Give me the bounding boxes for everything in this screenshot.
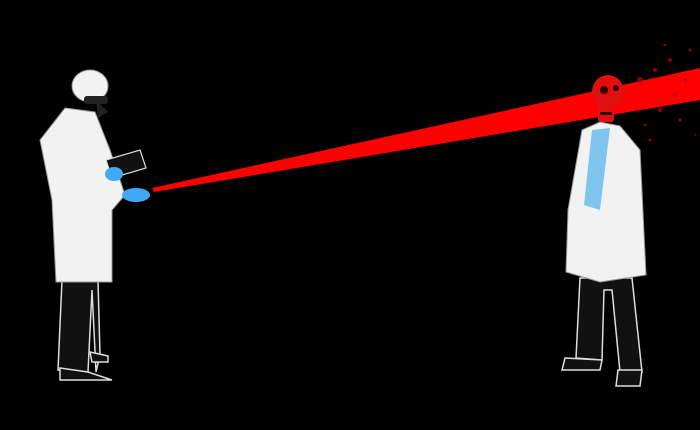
shirt <box>584 128 610 210</box>
glove-right <box>122 188 150 202</box>
blood-splatter <box>637 43 696 142</box>
glove-left <box>105 167 123 181</box>
laser-beam <box>152 68 700 192</box>
scientist-right <box>561 75 647 387</box>
scientist-left <box>39 69 150 381</box>
skull-head <box>592 75 624 122</box>
